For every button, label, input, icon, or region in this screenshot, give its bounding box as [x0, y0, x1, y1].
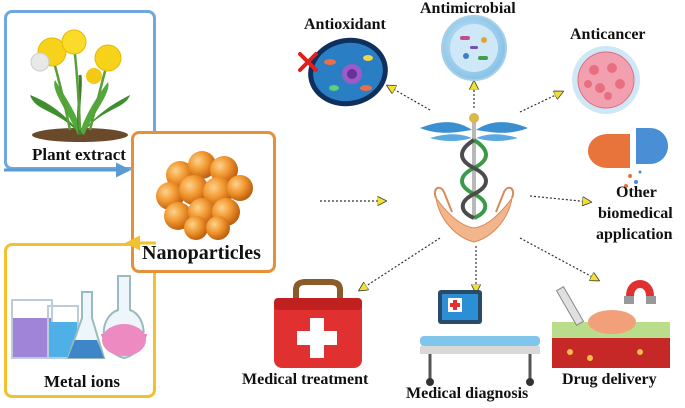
drug-delivery-label: Drug delivery [562, 371, 657, 388]
capsule-icon [588, 128, 668, 188]
caduceus-hands-icon [420, 113, 528, 243]
hub-to-other-arrow [529, 195, 590, 202]
animal-cell-icon [298, 37, 388, 107]
first-aid-kit-icon [274, 279, 362, 368]
bacteria-petri-icon [441, 15, 507, 81]
nanoparticles-label: Nanoparticles [142, 242, 261, 264]
medical-treatment-label: Medical treatment [242, 371, 369, 388]
lab-flasks-icon [11, 275, 147, 360]
other-label-line3: application [596, 226, 673, 243]
hub-to-antioxidant-arrow [388, 86, 431, 111]
metal-ions-label: Metal ions [44, 372, 121, 391]
hospital-bed-icon [420, 290, 540, 386]
hub-to-anticancer-arrow [519, 92, 562, 113]
other-label-line1: Other [616, 184, 657, 201]
anticancer-label: Anticancer [570, 26, 646, 43]
metal-ions-box [4, 243, 156, 398]
plant-extract-label: Plant extract [32, 145, 126, 164]
antimicrobial-label: Antimicrobial [420, 0, 516, 17]
nanoparticle-cluster-icon [156, 151, 253, 240]
cancer-cell-icon [572, 46, 640, 114]
antioxidant-label: Antioxidant [304, 16, 386, 33]
other-label-line2: biomedical [598, 205, 673, 222]
medical-diagnosis-label: Medical diagnosis [406, 385, 529, 402]
syringe-tissue-icon [552, 280, 670, 368]
hub-to-delivery-arrow [519, 237, 598, 280]
hub-to-treatment-arrow [360, 237, 441, 290]
dandelion-plant-icon [30, 29, 130, 142]
